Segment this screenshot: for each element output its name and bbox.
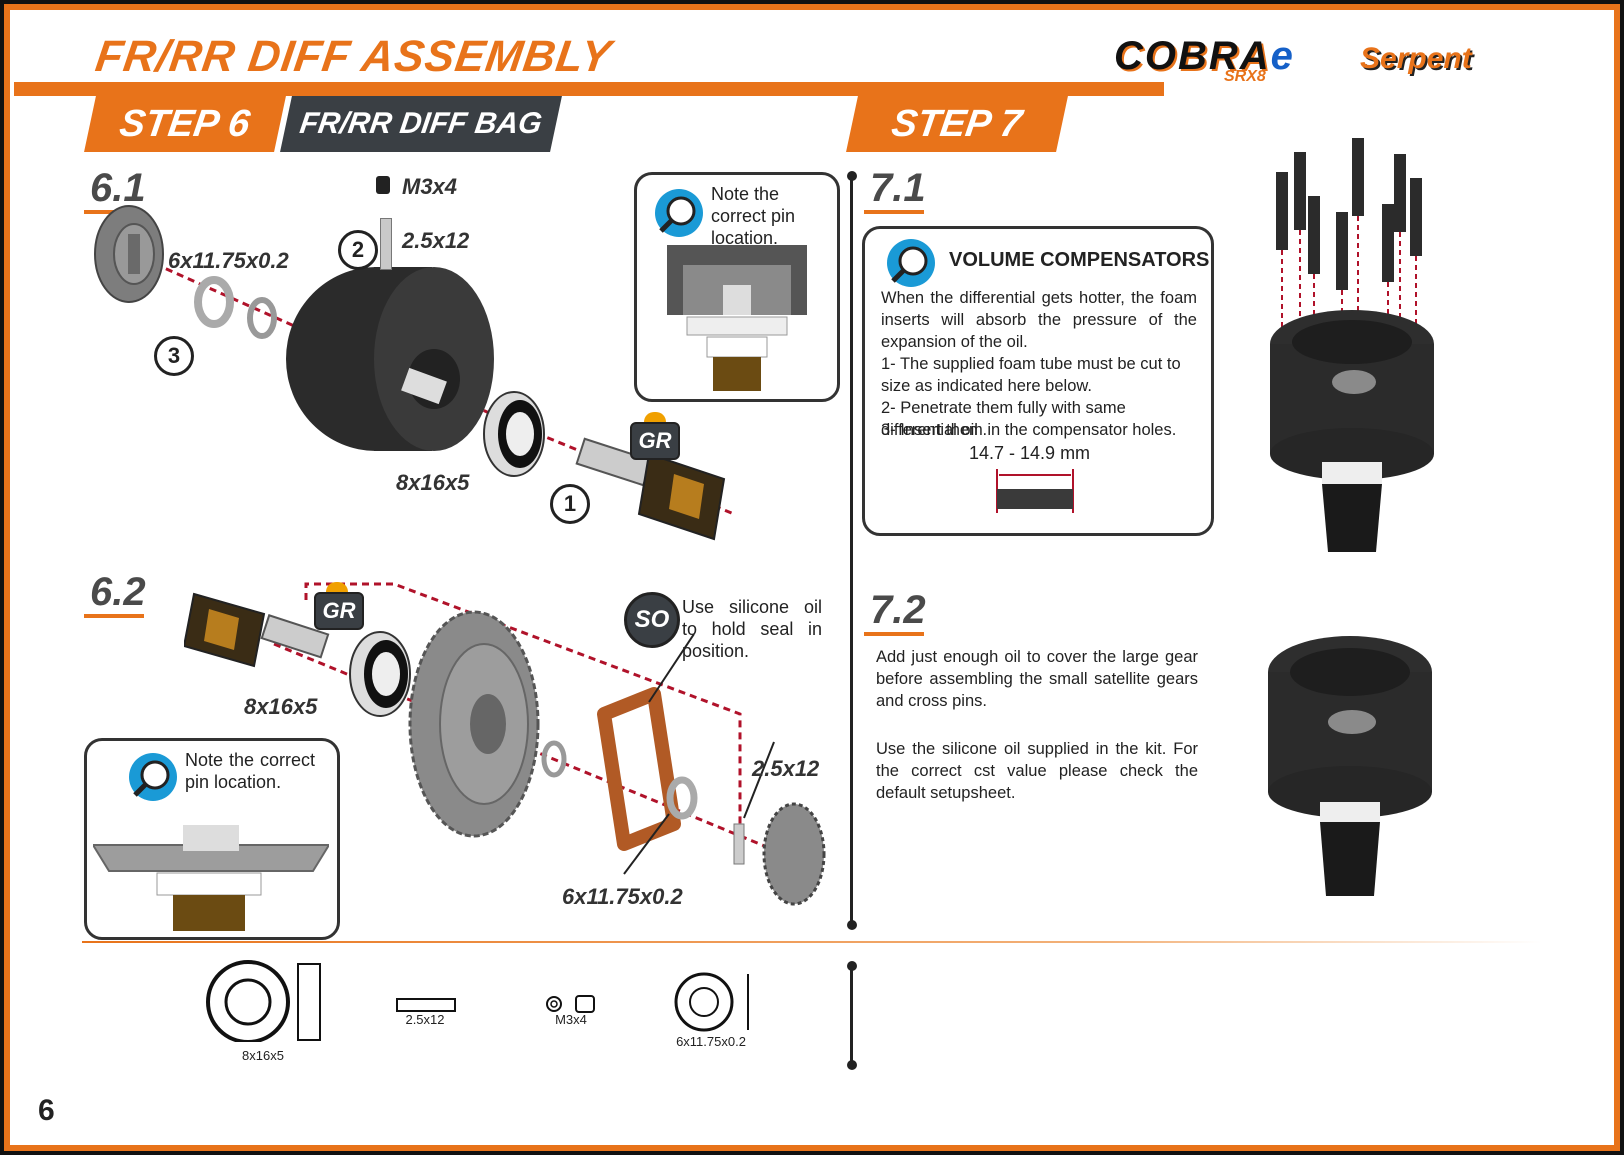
washer-part-icon bbox=[674, 972, 749, 1032]
step6-bag-tab: FR/RR DIFF BAG bbox=[280, 96, 562, 152]
step-circle-2: 2 bbox=[338, 230, 378, 270]
divider-dot bbox=[847, 171, 857, 181]
step-7-2-number: 7.2 bbox=[870, 588, 926, 632]
step-circle-1: 1 bbox=[550, 484, 590, 524]
parts-label-bearing: 8x16x5 bbox=[242, 1048, 284, 1063]
diff-with-oil-image bbox=[1268, 636, 1432, 896]
magnifier-icon bbox=[129, 753, 177, 801]
volume-compensators-body: When the differential gets hotter, the f… bbox=[881, 289, 1197, 351]
magnifier-icon bbox=[887, 239, 935, 287]
step7-tab: STEP 7 bbox=[846, 96, 1068, 152]
pin-note-text: Note the correct pin location. bbox=[185, 750, 315, 792]
bearing-part bbox=[349, 631, 411, 717]
list-item: 2- Penetrate them fully with same differ… bbox=[881, 399, 1126, 439]
pin-part bbox=[733, 823, 745, 865]
bearing-part bbox=[483, 391, 545, 477]
o-ring-part bbox=[541, 740, 567, 778]
pin-detail-image bbox=[93, 825, 329, 931]
title-bar bbox=[14, 82, 1164, 96]
foam-length-measure: 14.7 - 14.9 mm bbox=[969, 443, 1091, 463]
serpent-logo: Serpent bbox=[1360, 42, 1472, 75]
o-ring-part bbox=[247, 297, 277, 339]
diff-cap-part bbox=[94, 205, 164, 303]
parts-label-washer: 6x11.75x0.2 bbox=[676, 1034, 746, 1049]
grease-badge: GR bbox=[314, 592, 364, 630]
outdrive-part bbox=[184, 592, 330, 668]
leader-line bbox=[743, 741, 775, 819]
list-item: 1- The supplied foam tube must be cut to… bbox=[881, 355, 1181, 395]
magnifier-icon bbox=[655, 189, 703, 237]
step-7-2-para-1: Add just enough oil to cover the large g… bbox=[876, 648, 1198, 710]
step-number-underline bbox=[864, 632, 924, 636]
section-divider bbox=[850, 176, 853, 928]
divider-dot bbox=[847, 920, 857, 930]
volume-compensators-box: VOLUME COMPENSATORS When the differentia… bbox=[862, 226, 1214, 536]
pin-location-callout: Note the correct pin location. bbox=[634, 172, 840, 402]
step-6-2-diagram bbox=[184, 582, 826, 906]
pin-detail-image bbox=[667, 245, 807, 391]
step6-tab: STEP 6 bbox=[84, 96, 286, 152]
label-bearing: 8x16x5 bbox=[244, 694, 318, 719]
washer-part bbox=[194, 276, 234, 328]
cobra-logo: COBRAe SRX8 bbox=[1114, 34, 1293, 85]
step-7-1-number: 7.1 bbox=[870, 166, 926, 210]
step-7-2-para-2: Use the silicone oil supplied in the kit… bbox=[876, 740, 1198, 802]
grease-cap-icon bbox=[644, 412, 666, 422]
pinion-gear-part bbox=[762, 802, 826, 906]
parts-label-pin: 2.5x12 bbox=[405, 1012, 445, 1027]
silicone-oil-badge: SO bbox=[624, 592, 680, 648]
bearing-part-icon bbox=[206, 960, 321, 1042]
screw-part-icon bbox=[546, 995, 595, 1013]
pin-part-icon bbox=[396, 998, 456, 1012]
pin-location-callout: Note the correct pin location. bbox=[84, 738, 340, 940]
pin-2-5x12 bbox=[380, 218, 392, 270]
diff-case-part bbox=[286, 267, 494, 451]
label-washer: 6x11.75x0.2 bbox=[562, 884, 683, 909]
screw-m3x4 bbox=[376, 176, 390, 194]
volume-compensators-title: VOLUME COMPENSATORS bbox=[949, 249, 1210, 271]
label-pin: 2.5x12 bbox=[402, 228, 470, 253]
diff-with-compensators-image bbox=[1270, 138, 1434, 552]
step-6-1-diagram bbox=[94, 205, 735, 541]
step-number-underline bbox=[84, 614, 144, 618]
parts-bar-line bbox=[82, 941, 1542, 943]
step-circle-3: 3 bbox=[154, 336, 194, 376]
label-pin: 2.5x12 bbox=[752, 756, 820, 781]
step-6-2-number: 6.2 bbox=[90, 570, 146, 614]
washer-part bbox=[666, 776, 698, 820]
list-item: 3- Insert them in the compensator holes. bbox=[881, 421, 1177, 439]
silicone-oil-note: Use silicone oil to hold seal in positio… bbox=[682, 597, 822, 661]
step-6-1-number: 6.1 bbox=[90, 166, 146, 210]
leader-line bbox=[648, 633, 695, 703]
divider-dot bbox=[847, 961, 857, 971]
outdrive-part bbox=[575, 437, 726, 541]
page-title: FR/RR DIFF ASSEMBLY bbox=[92, 32, 615, 81]
grease-badge: GR bbox=[630, 422, 680, 460]
label-m3x4: M3x4 bbox=[402, 174, 458, 199]
parts-divider bbox=[850, 966, 853, 1064]
pin-note-text: Note the correct pin location. bbox=[711, 184, 796, 248]
parts-label-screw: M3x4 bbox=[555, 1012, 587, 1027]
leader-line bbox=[623, 813, 670, 875]
grease-cap-icon bbox=[326, 582, 348, 592]
label-washer: 6x11.75x0.2 bbox=[168, 248, 289, 273]
step-number-underline bbox=[864, 210, 924, 214]
foam-tube-diagram bbox=[996, 469, 1074, 513]
gasket-part bbox=[597, 687, 681, 851]
page-number: 6 bbox=[38, 1094, 55, 1127]
ring-gear-part bbox=[408, 610, 540, 838]
label-bearing: 8x16x5 bbox=[396, 470, 470, 495]
divider-dot bbox=[847, 1060, 857, 1070]
